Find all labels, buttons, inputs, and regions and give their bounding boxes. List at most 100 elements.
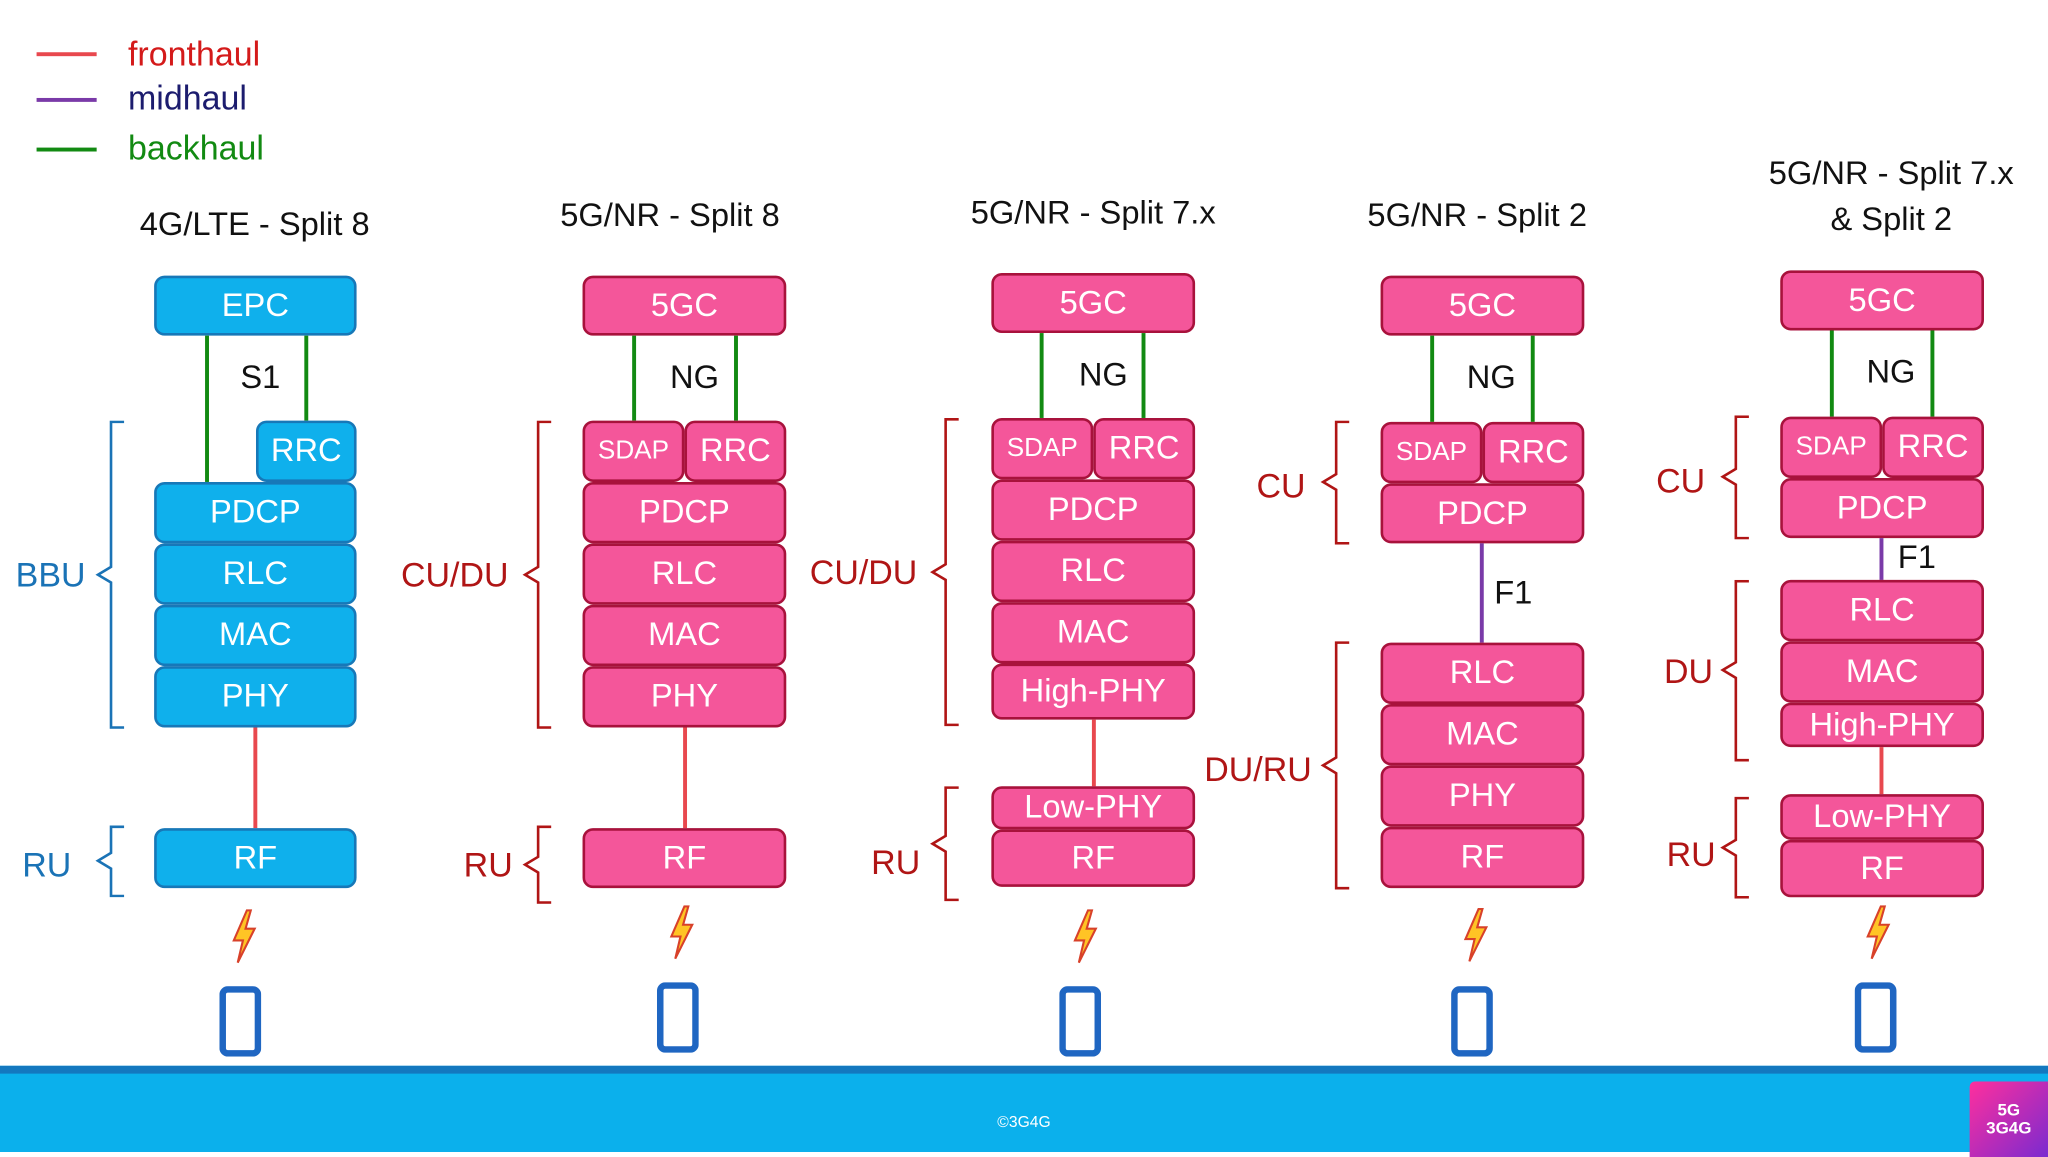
bbu-brace <box>95 420 125 729</box>
footer-bar: ©3G4G 5G 3G4G <box>0 1065 2048 1157</box>
column-title: 4G/LTE - Split 8 <box>139 206 370 243</box>
interface-label: NG <box>1866 353 1916 391</box>
lightning-bolt-icon <box>669 905 694 960</box>
copyright-text: ©3G4G <box>997 1112 1051 1132</box>
rlc-box: RLC <box>154 543 357 605</box>
rlc-box: RLC <box>1780 579 1984 642</box>
ru-brace <box>95 825 125 898</box>
legend-fronthaul-line <box>36 52 97 57</box>
rf-box: RF <box>582 828 787 889</box>
backhaul-line <box>632 335 637 421</box>
smartphone-icon <box>219 986 262 1057</box>
legend-backhaul-line <box>36 147 97 152</box>
phy-box: PHY <box>154 666 357 728</box>
mac-box: MAC <box>1780 641 1984 703</box>
interface-label: NG <box>1466 359 1516 396</box>
column-title: 5G/NR - Split 8 <box>560 197 780 234</box>
cu-brace <box>1320 420 1350 545</box>
midhaul-interface-label: F1 <box>1494 574 1533 612</box>
ru-brace <box>1720 796 1749 899</box>
midhaul-line <box>1879 538 1884 580</box>
legend-midhaul-line <box>36 97 97 102</box>
pdcp-box: PDCP <box>582 481 787 544</box>
rlc-box: RLC <box>1380 642 1585 704</box>
brand-logo: 5G 3G4G <box>1969 1081 2048 1157</box>
column-title: 5G/NR - Split 2 <box>1367 197 1587 234</box>
phy-box: PHY <box>582 666 787 728</box>
rf-box: RF <box>154 828 357 889</box>
mac-box: MAC <box>154 604 357 667</box>
rrc-box: RRC <box>684 420 787 482</box>
cu-label: CU <box>1256 466 1306 506</box>
ru-label: RU <box>871 842 921 882</box>
mac-box: MAC <box>991 602 1196 664</box>
cu-du-label: CU/DU <box>809 552 918 592</box>
fronthaul-line <box>1091 719 1096 787</box>
cu-du-label: CU/DU <box>400 555 509 595</box>
cu-du-brace <box>930 417 959 727</box>
pdcp-box: PDCP <box>1380 483 1585 544</box>
sdap-box: SDAP <box>1380 421 1483 484</box>
lightning-bolt-icon <box>232 909 257 964</box>
fronthaul-line <box>683 727 688 829</box>
ru-brace <box>522 825 552 904</box>
backhaul-line <box>1430 335 1435 422</box>
du-label: DU <box>1663 651 1714 691</box>
phy-box: PHY <box>1380 765 1585 827</box>
du-ru-label: DU/RU <box>1204 749 1312 789</box>
smartphone-icon <box>1451 986 1493 1057</box>
rrc-box: RRC <box>1093 417 1196 480</box>
interface-label: S1 <box>240 359 281 396</box>
fronthaul-line <box>253 727 258 829</box>
sdap-box: SDAP <box>582 420 685 482</box>
sdap-box: SDAP <box>1780 416 1883 479</box>
core-box: 5GC <box>582 275 787 336</box>
logo-line2: 3G4G <box>1986 1118 2032 1138</box>
logo-line1: 5G <box>1997 1099 2021 1120</box>
rf-box: RF <box>991 829 1196 887</box>
backhaul-line <box>734 335 738 421</box>
legend-fronthaul-label: fronthaul <box>127 33 261 74</box>
ru-label: RU <box>463 845 513 885</box>
column-title: 5G/NR - Split 7.x <box>970 194 1216 232</box>
column-title-line2: & Split 2 <box>1830 201 1953 238</box>
ru-label: RU <box>22 845 72 885</box>
low-phy-box: Low-PHY <box>1780 794 1984 840</box>
smartphone-icon <box>1059 986 1102 1057</box>
interface-label: NG <box>670 359 720 396</box>
lightning-bolt-icon <box>1463 908 1489 962</box>
backhaul-line <box>1530 335 1535 422</box>
du-brace <box>1720 579 1749 762</box>
backhaul-line <box>1039 333 1044 418</box>
backhaul-line <box>304 335 309 421</box>
cu-brace <box>1720 415 1749 540</box>
bbu-label: BBU <box>15 555 86 595</box>
smartphone-icon <box>656 982 699 1053</box>
rf-box: RF <box>1780 839 1984 898</box>
core-box: EPC <box>154 275 357 336</box>
rf-box: RF <box>1380 826 1585 889</box>
high-phy-box: High-PHY <box>991 663 1196 720</box>
lightning-bolt-icon <box>1866 905 1891 960</box>
smartphone-icon <box>1854 982 1897 1053</box>
sdap-box: SDAP <box>991 417 1094 480</box>
backhaul-line <box>1930 330 1935 417</box>
backhaul-line <box>205 335 209 482</box>
high-phy-box: High-PHY <box>1780 702 1984 748</box>
fronthaul-line <box>1879 747 1884 795</box>
ru-label: RU <box>1666 834 1716 874</box>
du-ru-brace <box>1320 641 1350 890</box>
low-phy-box: Low-PHY <box>991 786 1196 830</box>
lightning-bolt-icon <box>1073 909 1098 964</box>
rlc-box: RLC <box>991 540 1196 603</box>
column-title-line1: 5G/NR - Split 7.x <box>1768 155 2014 192</box>
mac-box: MAC <box>1380 703 1585 766</box>
midhaul-interface-label: F1 <box>1897 539 1936 576</box>
rrc-box: RRC <box>1482 421 1585 484</box>
backhaul-line <box>1829 330 1834 417</box>
cu-label: CU <box>1656 461 1706 501</box>
core-box: 5GC <box>1780 270 1984 331</box>
legend-midhaul-label: midhaul <box>127 78 247 118</box>
rrc-box: RRC <box>255 420 357 482</box>
